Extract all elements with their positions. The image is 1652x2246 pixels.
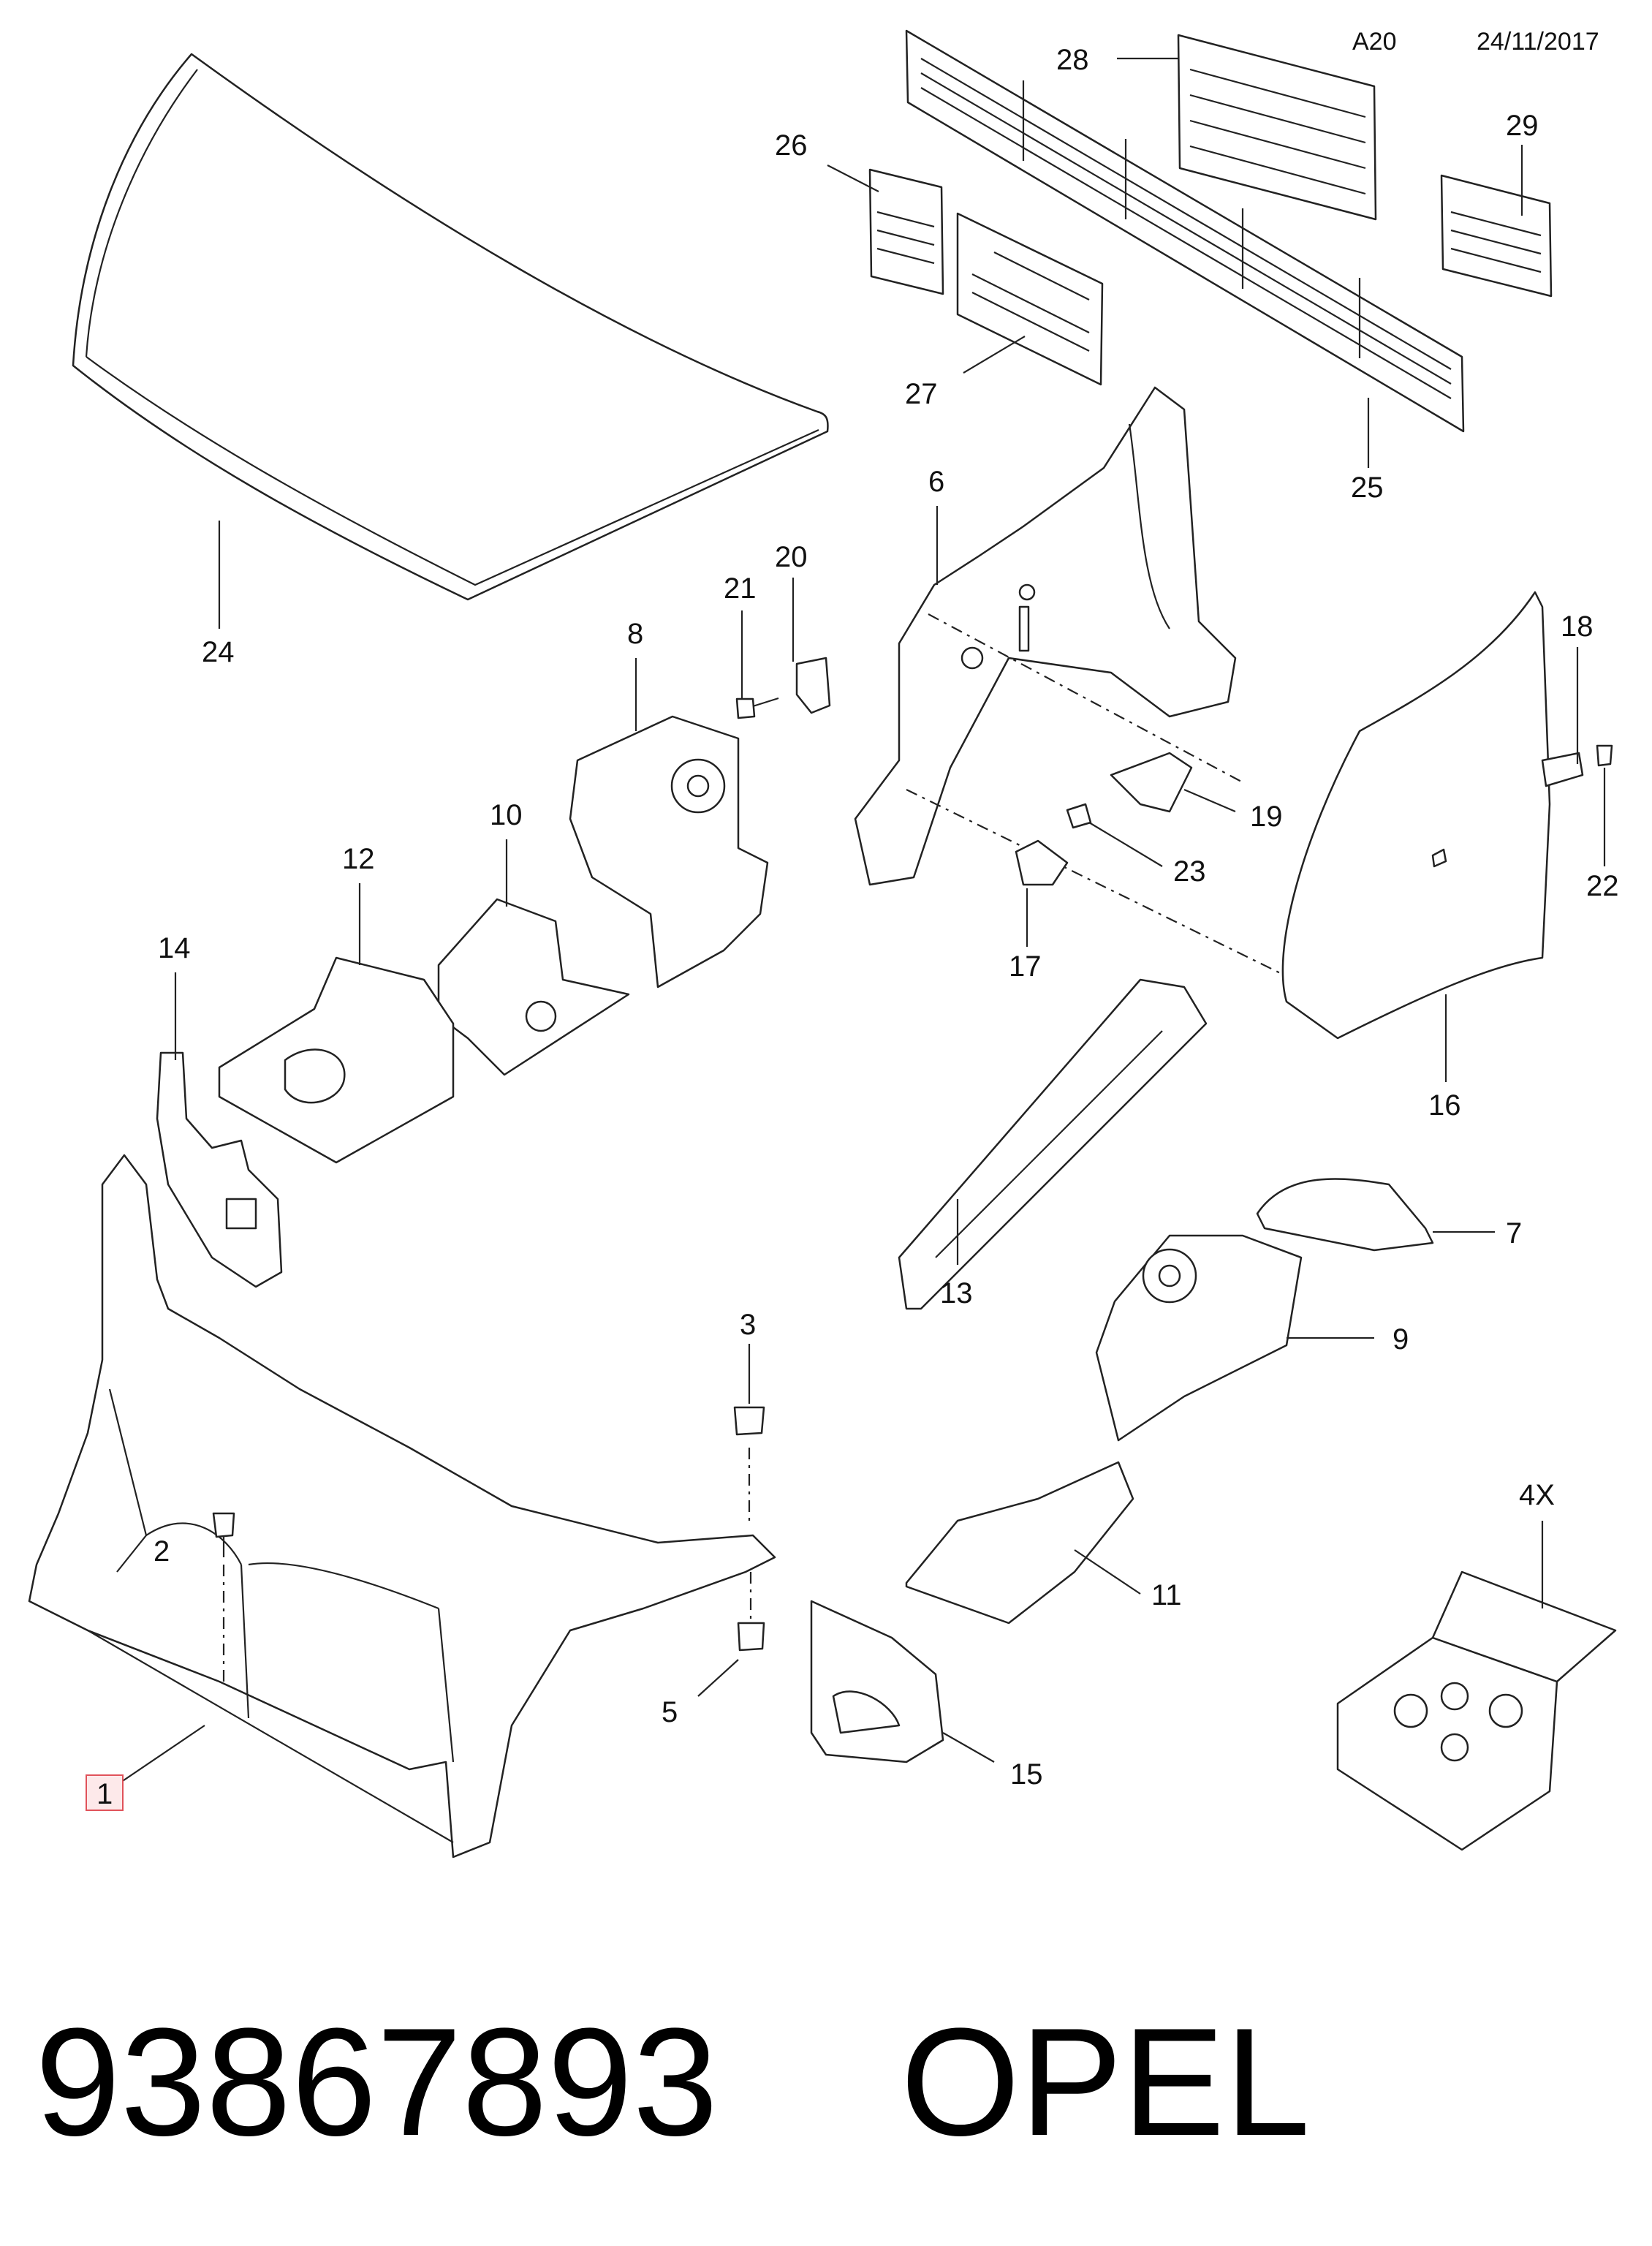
hardware-box-4x — [1336, 1570, 1617, 1851]
bracket-17 — [1015, 839, 1069, 886]
callout-15: 15 — [1010, 1758, 1043, 1791]
label-25 — [905, 29, 1465, 433]
callout-1: 1 — [96, 1778, 113, 1810]
callout-17: 17 — [1009, 950, 1042, 983]
callout-4x: 4X — [1519, 1479, 1555, 1511]
bracket-18 — [1541, 752, 1584, 787]
rail-13 — [898, 978, 1208, 1310]
plate-15 — [810, 1600, 944, 1763]
front-end-carrier-1 — [28, 1154, 776, 1859]
callout-21: 21 — [724, 572, 757, 605]
callout-29: 29 — [1506, 110, 1539, 142]
callout-22: 22 — [1586, 870, 1619, 902]
panel-12 — [218, 956, 455, 1164]
fender-16 — [1281, 591, 1551, 1040]
label-27 — [956, 212, 1104, 386]
callout-2: 2 — [154, 1535, 170, 1568]
callout-20: 20 — [775, 541, 808, 573]
callout-6: 6 — [928, 466, 944, 498]
callout-1-highlight — [86, 1774, 124, 1811]
bracket-7 — [1256, 1178, 1434, 1252]
label-29 — [1440, 174, 1553, 298]
bolt-2 — [212, 1512, 235, 1682]
label-28 — [1177, 34, 1377, 221]
callout-13: 13 — [940, 1277, 973, 1309]
bracket-11 — [905, 1461, 1134, 1625]
callout-26: 26 — [775, 129, 808, 162]
part-number: 93867893 — [35, 1996, 718, 2168]
callout-8: 8 — [627, 618, 643, 650]
wheelhouse-inner-6 — [854, 386, 1237, 886]
callout-25: 25 — [1351, 472, 1384, 504]
bracket-10 — [437, 898, 630, 1076]
callout-5: 5 — [662, 1696, 678, 1728]
strut-tower-9 — [1095, 1234, 1303, 1442]
callout-9: 9 — [1393, 1323, 1409, 1355]
strut-tower-8 — [569, 715, 769, 988]
hood-panel — [72, 53, 829, 601]
callout-14: 14 — [158, 932, 191, 964]
callout-24: 24 — [202, 636, 235, 668]
bolt-22 — [1596, 744, 1613, 767]
callout-28: 28 — [1056, 44, 1089, 76]
callout-7: 7 — [1506, 1217, 1522, 1249]
bracket-19 — [1110, 752, 1193, 813]
callout-19: 19 — [1250, 801, 1283, 833]
callout-23: 23 — [1173, 855, 1206, 888]
bolt-21 — [735, 697, 779, 719]
callout-11: 11 — [1151, 1579, 1182, 1611]
callout-27: 27 — [905, 378, 938, 410]
clip-23 — [1066, 803, 1092, 829]
brand-name: OPEL — [901, 1996, 1310, 2168]
bracket-20 — [795, 657, 831, 714]
callout-12: 12 — [342, 843, 375, 875]
callout-10: 10 — [490, 799, 523, 831]
callout-18: 18 — [1561, 610, 1594, 643]
plate-14 — [156, 1051, 283, 1288]
clip-5 — [737, 1572, 765, 1652]
header-date: 24/11/2017 — [1477, 28, 1599, 56]
callout-16: 16 — [1428, 1089, 1461, 1122]
clip-3 — [733, 1406, 765, 1521]
header-code: A20 — [1352, 28, 1397, 56]
label-26 — [868, 168, 944, 295]
callout-3: 3 — [740, 1309, 756, 1341]
